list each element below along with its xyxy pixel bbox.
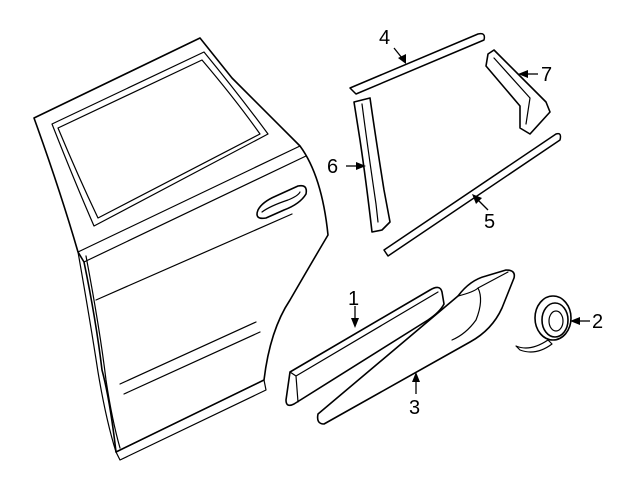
- callout-6: 6: [327, 156, 338, 178]
- callout-5: 5: [484, 211, 495, 233]
- callout-2: 2: [592, 311, 603, 333]
- callout-3: 3: [409, 397, 420, 419]
- door-window-glass: [57, 59, 261, 219]
- part-4-upper-moulding: [349, 32, 486, 95]
- door-character-line: [95, 213, 293, 395]
- door-front-edge: [77, 251, 121, 453]
- part-7-rear-pillar-applique: [485, 49, 551, 135]
- part-2-tape-roll: [515, 295, 572, 353]
- door-outer-panel: [33, 37, 329, 453]
- part-6-pillar-inner-line: [361, 103, 379, 223]
- callout-4: 4: [379, 27, 390, 49]
- callout-7: 7: [541, 64, 552, 86]
- door-belt-line: [77, 145, 307, 263]
- rear-door-illustration: [33, 37, 329, 461]
- part-7-inner-line: [493, 57, 531, 125]
- callout-1: 1: [348, 288, 359, 310]
- door-handle-recess: [261, 191, 301, 213]
- door-lower-edge: [115, 379, 267, 461]
- part-6-pillar-applique: [353, 97, 391, 233]
- part-5-belt-weatherstrip: [383, 132, 562, 257]
- part-3-lower-moulding: [316, 269, 516, 425]
- door-window-frame: [51, 51, 269, 227]
